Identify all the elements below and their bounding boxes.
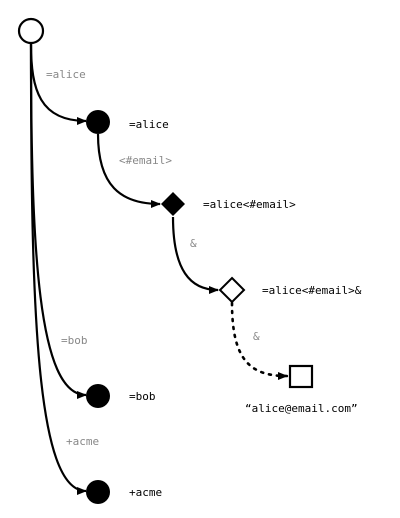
edge-alice-to-email (96, 133, 161, 208)
node-alice-email-amp (218, 276, 246, 304)
node-alice (86, 110, 110, 134)
node-bob (86, 384, 110, 408)
edge-root-to-alice (29, 43, 87, 125)
node-label-alice-email: =alice<#email> (203, 198, 296, 211)
node-root (17, 17, 45, 45)
node-acme (86, 480, 110, 504)
edge-email-to-amp (171, 216, 219, 294)
edge-label-amp-to-value: & (253, 330, 260, 343)
edge-amp-to-value (230, 301, 289, 380)
node-label-bob: =bob (129, 390, 156, 403)
edge-label-alice-to-email: <#email> (119, 154, 172, 167)
edge-label-root-to-alice: =alice (46, 68, 86, 81)
edge-label-root-to-bob: =bob (61, 334, 88, 347)
edge-root-to-acme (29, 43, 87, 495)
edge-label-root-to-acme: +acme (66, 435, 99, 448)
node-alice-email (161, 192, 185, 216)
node-label-acme: +acme (129, 486, 162, 499)
node-label-alice: =alice (129, 118, 169, 131)
node-label-value: “alice@email.com” (245, 402, 358, 415)
edge-label-email-to-amp: & (190, 237, 197, 250)
node-value (288, 364, 314, 389)
node-label-alice-email-amp: =alice<#email>& (262, 284, 362, 297)
